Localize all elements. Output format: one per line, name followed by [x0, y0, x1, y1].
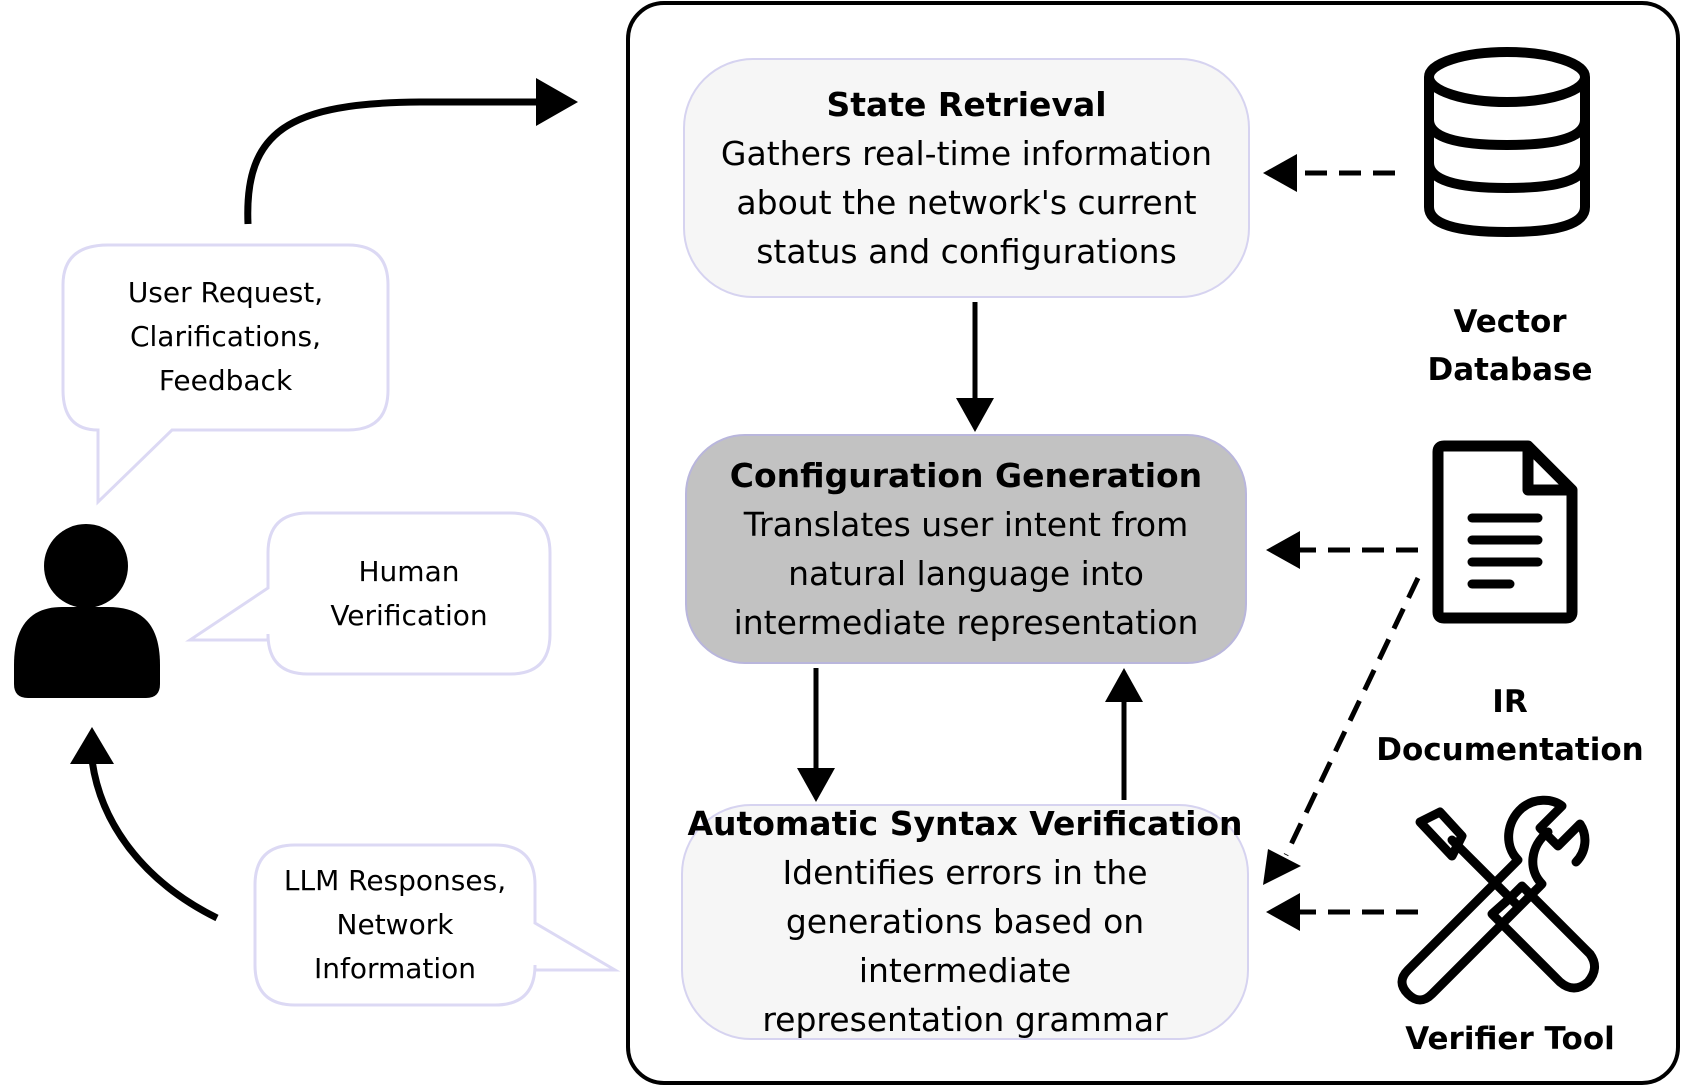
dash-tool-to-verify-head — [1266, 893, 1300, 931]
dash-doc-to-verify — [1283, 576, 1421, 857]
bubble-request-line-3: Feedback — [158, 364, 293, 397]
syntax-verification-block: Automatic Syntax Verification Identifies… — [681, 804, 1249, 1040]
configuration-generation-desc-2: natural language into — [788, 553, 1144, 593]
arrow-request-head — [536, 78, 578, 126]
syntax-verification-desc-3: representation grammar — [762, 1000, 1168, 1039]
state-retrieval-desc-3: status and configurations — [756, 231, 1177, 271]
arrow-config-to-verify-head — [797, 768, 835, 802]
dash-db-to-state-head — [1263, 154, 1297, 192]
syntax-verification-title: Automatic Syntax Verification — [687, 804, 1243, 843]
bubble-llm-shape — [253, 843, 621, 1007]
bubble-user-request: User Request, Clarifications, Feedback — [63, 262, 388, 412]
user-icon — [14, 524, 160, 698]
document-icon — [1432, 440, 1578, 624]
syntax-verification-desc-1: Identifies errors in the — [782, 853, 1148, 892]
bubble-llm-line-2: Network — [336, 908, 454, 941]
arrow-state-to-config-head — [956, 398, 994, 432]
bubble-llm-line-1: LLM Responses, — [283, 864, 507, 897]
database-icon — [1424, 47, 1590, 238]
bubble-human-verification: Human Verification — [268, 548, 550, 640]
configuration-generation-block: Configuration Generation Translates user… — [685, 434, 1247, 664]
arrow-request-to-system — [244, 98, 540, 225]
vector-database-label: Vector Database — [1370, 298, 1650, 394]
configuration-generation-desc-1: Translates user intent from — [743, 504, 1189, 544]
configuration-generation-desc-3: intermediate representation — [733, 602, 1199, 642]
arrow-verify-to-config-head — [1105, 668, 1143, 702]
syntax-verification-desc-2: generations based on intermediate — [785, 902, 1145, 990]
dash-doc-to-verify-head — [1263, 849, 1301, 885]
bubble-llm-responses: LLM Responses, Network Information — [255, 856, 535, 994]
state-retrieval-title: State Retrieval — [826, 84, 1107, 124]
tools-icon — [1397, 795, 1599, 1005]
ir-documentation-label: IR Documentation — [1370, 678, 1650, 774]
ir-documentation-line-1: IR — [1492, 684, 1528, 720]
bubble-request-line-1: User Request, — [127, 276, 324, 309]
system-frame — [626, 1, 1680, 1085]
state-retrieval-desc-1: Gathers real-time information — [720, 133, 1213, 173]
arrow-user-head — [70, 727, 114, 764]
state-retrieval-block: State Retrieval Gathers real-time inform… — [683, 58, 1250, 298]
vector-database-line-1: Vector Database — [1427, 304, 1593, 388]
verifier-tool-label: Verifier Tool — [1370, 1015, 1650, 1063]
verifier-tool-line-1: Verifier Tool — [1405, 1021, 1615, 1057]
state-retrieval-desc-2: about the network's current — [736, 182, 1197, 222]
bubble-llm-line-3: Information — [313, 952, 477, 985]
bubble-human-shape — [185, 511, 552, 676]
arrow-llm-to-user — [88, 759, 219, 922]
bubble-human-line-2: Verification — [330, 599, 488, 632]
bubble-request-shape — [61, 243, 390, 506]
ir-documentation-line-2: Documentation — [1376, 732, 1644, 768]
bubble-request-line-2: Clarifications, — [129, 320, 322, 353]
dash-doc-to-config-head — [1266, 531, 1300, 569]
bubble-human-line-1: Human — [358, 555, 460, 588]
configuration-generation-title: Configuration Generation — [729, 455, 1203, 495]
